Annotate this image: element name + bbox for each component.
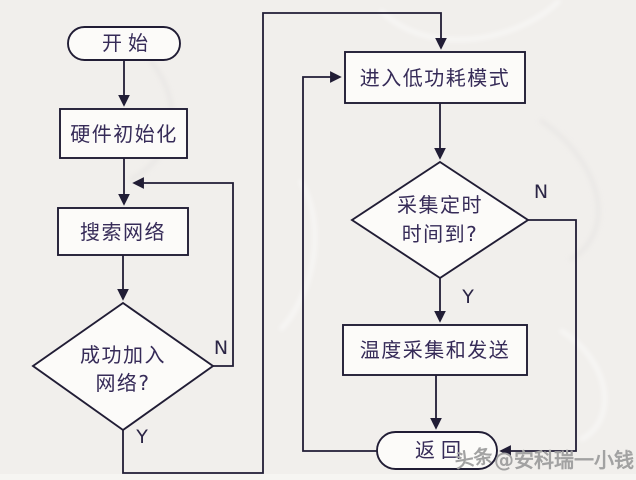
node-lowpower-process [344, 51, 526, 104]
node-join-label-line2: 网络? [95, 371, 150, 395]
branch-label-timer-yes: Y [461, 286, 474, 308]
node-timer-label-line1: 采集定时 [397, 193, 483, 217]
branch-label-join-no: N [214, 337, 228, 359]
edge-return-to-lowpower [302, 71, 377, 452]
node-collect-process [342, 324, 528, 376]
bottom-light-band [0, 474, 636, 480]
node-search-label: 搜索网络 [80, 220, 166, 244]
edge-join-no-loop [132, 177, 234, 367]
edge-timer-no-to-return [499, 219, 577, 457]
node-start-terminator [67, 26, 181, 61]
node-timer-label-line2: 时间到? [402, 222, 479, 246]
node-hwinit-process [59, 108, 188, 159]
branch-label-timer-no: N [534, 181, 548, 203]
node-join-label-line1: 成功加入 [80, 343, 166, 367]
edge-join-yes-to-lowpower [122, 12, 447, 474]
node-start-label: 开始 [102, 31, 154, 55]
node-return-label: 返回 [415, 438, 467, 462]
watermark-handle: @安科瑞一小钱 [494, 448, 634, 472]
node-collect-label: 温度采集和发送 [360, 338, 511, 362]
branch-label-join-yes: Y [135, 426, 148, 448]
node-hwinit-label: 硬件初始化 [70, 122, 178, 146]
node-lowpower-label: 进入低功耗模式 [360, 66, 511, 90]
node-return-terminator [376, 431, 498, 470]
node-search-process [57, 207, 189, 256]
node-timer-decision [350, 160, 530, 280]
node-join-decision [31, 301, 215, 432]
